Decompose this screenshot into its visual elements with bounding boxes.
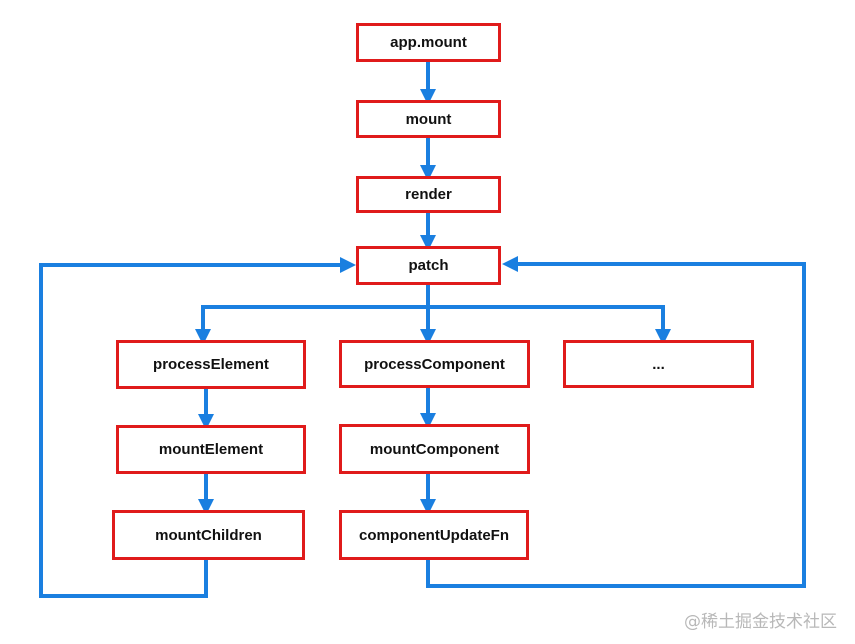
node-mount: mount [356,100,501,138]
node-mount-children: mountChildren [112,510,305,560]
arrow-patch-branch-left [195,285,430,345]
node-mount-element: mountElement [116,425,306,474]
arrow-patch-branch-right [428,305,671,345]
node-process-element: processElement [116,340,306,389]
arrow-componentupdatefn-loop-to-patch [426,256,806,588]
node-ellipsis: ... [563,340,754,388]
node-render: render [356,176,501,213]
node-process-component: processComponent [339,340,530,388]
node-app-mount: app.mount [356,23,501,62]
watermark-text: @稀土掘金技术社区 [684,612,837,632]
arrow-mountchildren-loop-to-patch [39,257,356,598]
node-mount-component: mountComponent [339,424,530,474]
node-patch: patch [356,246,501,285]
node-component-update-fn: componentUpdateFn [339,510,529,560]
